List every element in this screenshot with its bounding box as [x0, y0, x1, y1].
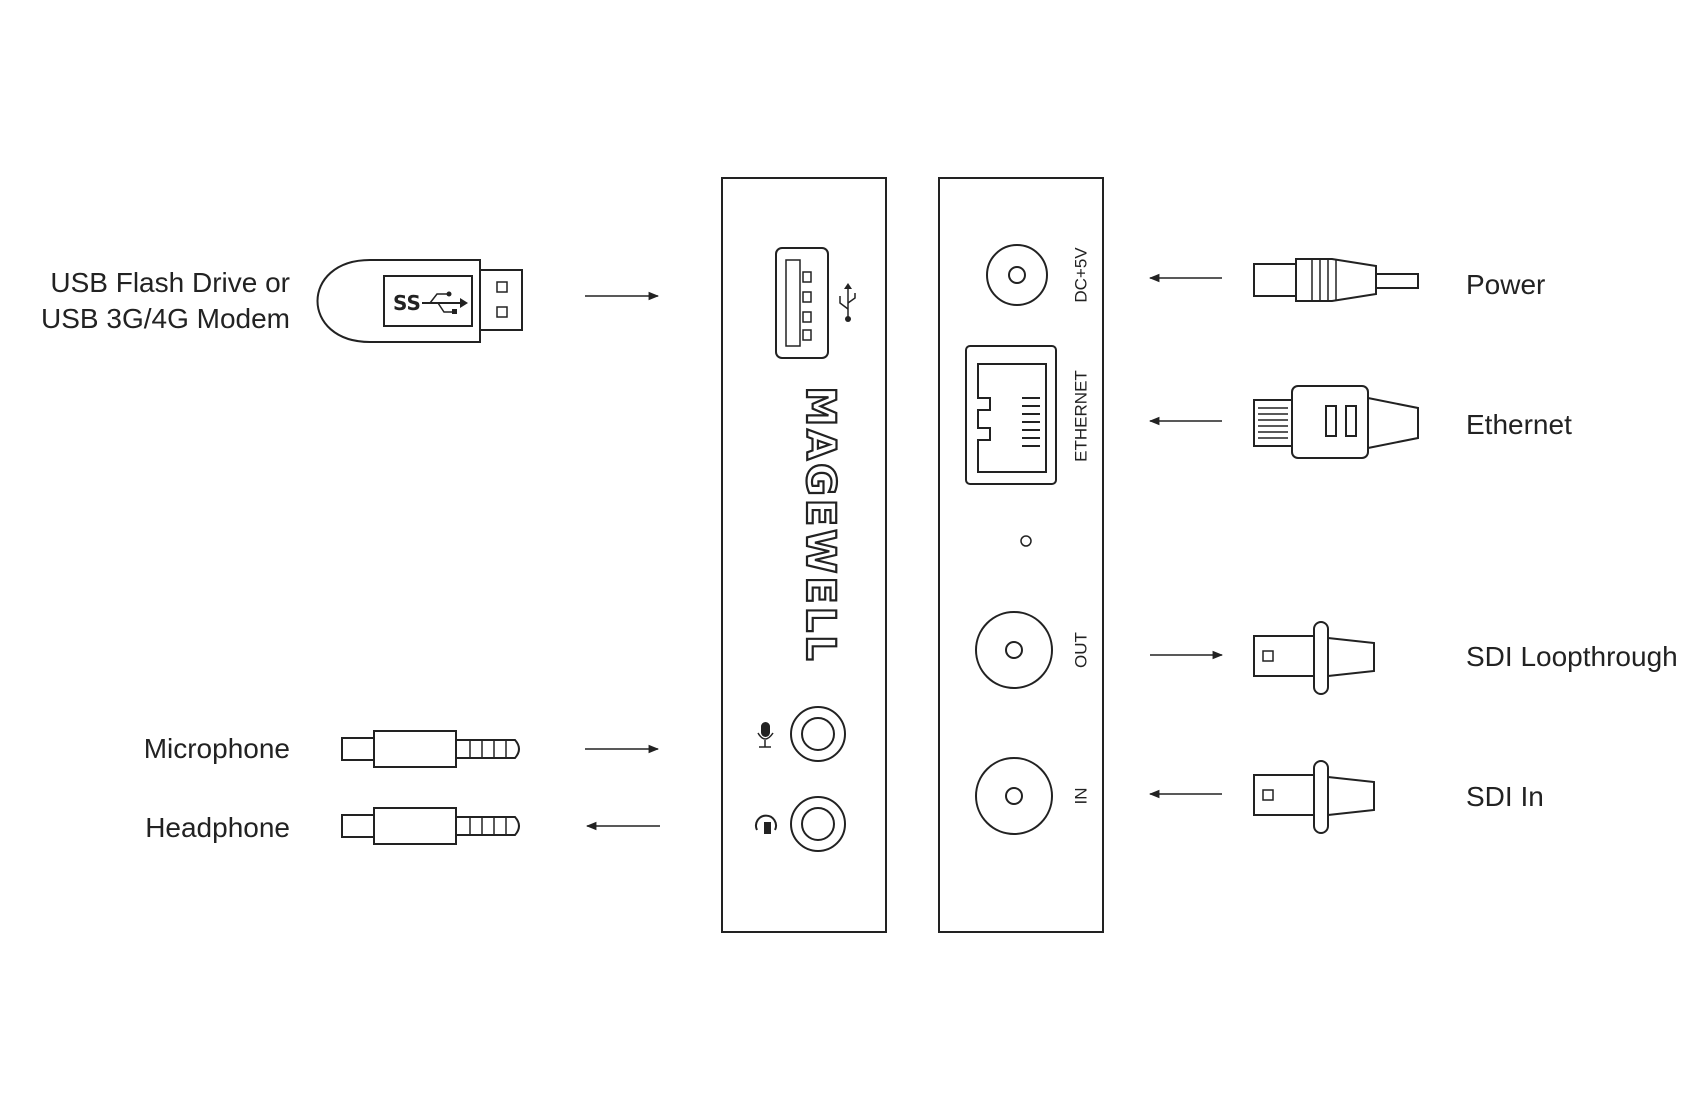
- dc-power-port: [986, 244, 1048, 306]
- label-headphone: Headphone: [145, 812, 290, 843]
- usb-trident-icon: [839, 283, 856, 322]
- ethernet-plug: [1253, 385, 1419, 459]
- usb-symbol-icon: [422, 291, 468, 314]
- usb-port: [775, 247, 829, 359]
- headphone-jack: [790, 796, 846, 852]
- label-power: Power: [1466, 269, 1545, 300]
- headphone-plug: [341, 807, 520, 845]
- label-usb-line2: USB 3G/4G Modem: [41, 303, 290, 334]
- label-microphone: Microphone: [144, 733, 290, 764]
- device-panel-left: MAGEWELL: [721, 177, 887, 933]
- power-plug: [1253, 258, 1419, 302]
- usb-flash-drive: SS: [316, 259, 523, 343]
- sdi-in-plug: [1253, 760, 1375, 834]
- microphone-plug: [341, 730, 520, 768]
- port-label-ethernet: ETHERNET: [1071, 370, 1090, 462]
- status-led: [1020, 535, 1032, 547]
- label-sdi-in: SDI In: [1466, 781, 1544, 812]
- usb-ss-logo: SS: [393, 291, 421, 315]
- label-usb-line1: USB Flash Drive or: [50, 267, 290, 298]
- port-label-in: IN: [1071, 788, 1090, 805]
- label-ethernet: Ethernet: [1466, 409, 1572, 440]
- microphone-jack: [790, 706, 846, 762]
- microphone-icon: [757, 722, 774, 748]
- sdi-in-port: [975, 757, 1053, 835]
- port-label-out: OUT: [1071, 632, 1090, 668]
- sdi-loop-plug: [1253, 621, 1375, 695]
- label-sdi-loopthrough: SDI Loopthrough: [1466, 641, 1678, 672]
- port-label-dc: DC+5V: [1071, 247, 1090, 303]
- device-panel-right: DC+5V ETHERNET OUT IN: [938, 177, 1104, 933]
- headphone-icon: [755, 814, 777, 834]
- sdi-out-port: [975, 611, 1053, 689]
- magewell-logo: MAGEWELL: [797, 386, 843, 663]
- ethernet-port: [965, 345, 1057, 485]
